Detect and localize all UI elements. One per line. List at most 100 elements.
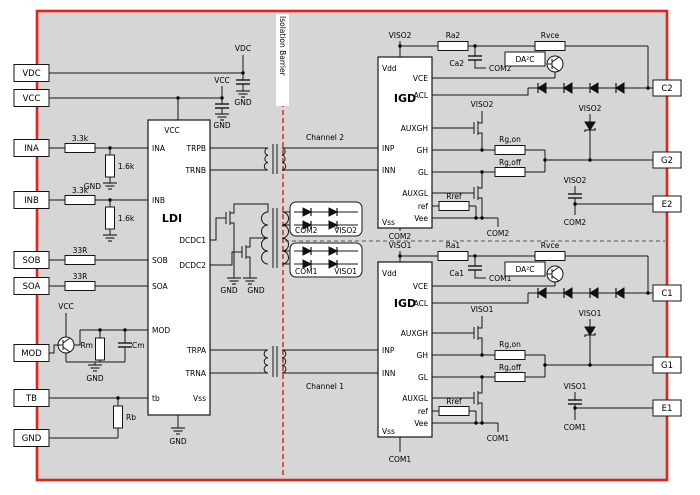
terminal-ina: INA (13, 139, 50, 157)
signal-transformer-ch2: Channel 2 (210, 133, 378, 174)
cap-label: Ca2 (449, 59, 464, 68)
net-label-gnd: GND (84, 182, 101, 191)
output-network-ch1: VISO1 Ra1 Rvce Ca1 COM1 DA²C VISO1 Rg,on… (389, 241, 653, 464)
net-label-com1: COM1 (389, 455, 412, 464)
terminal-label: MOD (21, 349, 42, 359)
junction-dots (98, 44, 650, 425)
igd2-pin-ref: ref (418, 202, 429, 211)
terminal-label: VCC (23, 94, 41, 104)
resistor-rg-on (494, 145, 526, 155)
junction (176, 96, 180, 100)
terminal-box (652, 356, 682, 374)
terminal-label: SOB (23, 256, 41, 266)
resistor-pulldown-b (105, 206, 115, 230)
terminal-tb: TB (13, 389, 50, 407)
clamp-transistor (546, 55, 564, 73)
terminal-label: SOA (23, 282, 41, 292)
cap-label: Cm (132, 341, 145, 350)
terminal-inb: INB (13, 191, 50, 209)
terminal-e1: E1 (652, 399, 682, 417)
ldi-pin-trna: TRNA (184, 369, 206, 378)
igd2-pin-auxgh: AUXGH (401, 124, 428, 133)
terminal-sob: SOB (13, 251, 50, 269)
transformer-primary (263, 147, 269, 171)
net-label-com1: COM1 (295, 267, 318, 276)
terminal-box (652, 151, 682, 169)
junction (473, 254, 477, 258)
resistor-label: Rref (446, 192, 462, 201)
right-terminals: C2 G2 E2 C1 G1 E1 (652, 79, 682, 417)
igd1-box (377, 261, 433, 438)
junction (480, 375, 484, 379)
wire (432, 88, 529, 96)
terminal-g2: G2 (652, 151, 682, 169)
terminal-soa: SOA (13, 277, 50, 295)
net-label-com2: COM2 (487, 229, 510, 238)
junction (474, 421, 478, 425)
output-network-ch2: VISO2 Ra2 Rvce Ca2 COM2 DA²C VISO2 Rg,on… (389, 31, 653, 241)
terminal-label: INB (24, 196, 39, 206)
isolation-barrier-label-bg (276, 14, 289, 106)
net-label-com1: COM1 (489, 274, 512, 283)
resistor-ra1 (437, 251, 469, 261)
terminal-box (13, 64, 50, 82)
ldi-pin-trpb: TRPB (186, 144, 206, 153)
wire (474, 60, 486, 69)
igd2-pin-gh: GH (417, 146, 428, 155)
resistor-ina (64, 143, 96, 153)
left-terminals: VDC VCC INA INB SOB SOA MOD TB GND (13, 64, 50, 447)
da2c-label: DA²C (515, 265, 534, 274)
junction (573, 202, 577, 206)
igd1-pin-auxgh: AUXGH (401, 329, 428, 338)
net-label-com1: COM1 (564, 423, 587, 432)
igd2-pin-inp: INP (382, 144, 395, 153)
da2c-box (504, 51, 546, 67)
junction (398, 44, 402, 48)
wire (49, 344, 58, 354)
resistor-label: 3.3k (72, 134, 89, 143)
terminal-e2: E2 (652, 195, 682, 213)
resistor-label: 1.6k (118, 214, 135, 223)
wire (474, 270, 486, 279)
isolation-barrier: Isolation Barrier (276, 14, 289, 478)
ldi-pin-dcdc2: DCDC2 (179, 261, 206, 270)
terminal-label: TB (25, 394, 37, 404)
igd2-pin-gl: GL (418, 168, 429, 177)
ldi-pin-soa: SOA (152, 282, 169, 291)
wire (432, 293, 529, 304)
junction (241, 71, 245, 75)
resistor-soa (64, 281, 96, 291)
resistor-label: 1.6k (118, 162, 135, 171)
junction (108, 198, 112, 202)
terminal-c2: C2 (652, 79, 682, 97)
net-label-viso1: VISO1 (471, 305, 494, 314)
resistor-rvce (534, 251, 566, 261)
dcdc-transformer-primary (261, 211, 269, 265)
igd2-title: IGD (394, 92, 416, 105)
terminal-box (652, 399, 682, 417)
junction (588, 158, 592, 162)
terminal-label: C1 (661, 289, 672, 299)
net-label-gnd: GND (169, 437, 186, 446)
net-label-gnd: GND (86, 374, 103, 383)
ldi-pin-sob: SOB (152, 256, 168, 265)
terminal-label: C2 (661, 84, 672, 94)
mod-network: VCC Rm Cm GND (49, 302, 148, 383)
net-label-viso1: VISO1 (389, 241, 412, 250)
igd1-pin-vdd: Vdd (382, 269, 397, 278)
igd2-block: IGD Vdd VCE ACL AUXGH GH GL AUXGL ref Ve… (377, 56, 433, 229)
igd1-pin-inn: INN (382, 369, 395, 378)
terminal-mod: MOD (13, 344, 50, 362)
terminal-box (13, 277, 50, 295)
ldi-pin-mod: MOD (152, 326, 170, 335)
terminal-label: E1 (662, 404, 673, 414)
igd1-pin-gh: GH (417, 351, 428, 360)
junction (116, 396, 120, 400)
terminal-box (652, 284, 682, 302)
wire (210, 217, 221, 241)
net-label-gnd: GND (220, 286, 237, 295)
resistor-sob (64, 255, 96, 265)
terminal-box (13, 191, 50, 209)
dcdc-converter: GND GND COM2 VISO2 COM1 VISO1 (210, 201, 363, 295)
